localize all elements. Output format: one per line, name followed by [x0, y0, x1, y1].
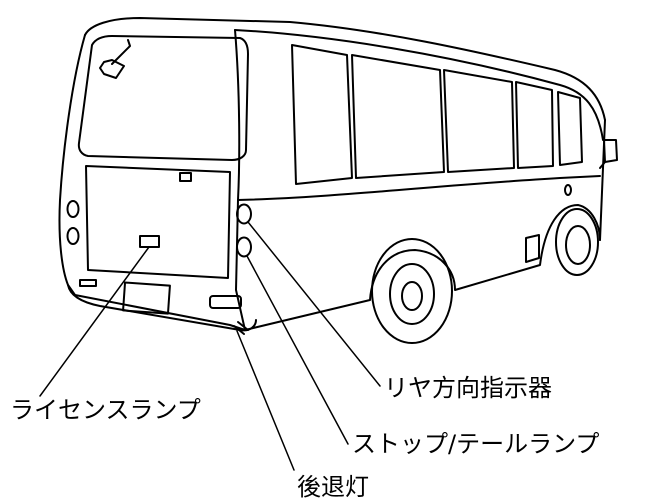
rear-bumper: [67, 284, 257, 332]
front-wheel-rim: [565, 225, 591, 265]
rear-wheel-outer: [371, 238, 453, 344]
label-license-lamp: ライセンスランプ: [10, 396, 201, 424]
rear-door-handle: [179, 172, 192, 182]
side-window-1: [291, 44, 353, 185]
license-plate: [122, 281, 171, 315]
fuel-door: [525, 234, 540, 263]
reverse-lamp: [209, 295, 242, 309]
license-lamp: [139, 235, 160, 248]
left-reflector: [79, 279, 97, 287]
label-reverse-lamp: 後退灯: [297, 473, 369, 501]
side-window-3: [443, 69, 515, 173]
left-rear-lamp-lower: [66, 227, 80, 245]
rear-turn-signal-lamp: [236, 203, 252, 225]
bus-roof-edge: [234, 29, 604, 141]
bus-side-bottom: [244, 204, 601, 331]
leader-rear-turn-signal: [247, 221, 381, 387]
side-window-4: [515, 81, 554, 169]
rear-wheel-hub: [401, 281, 423, 311]
front-wheel-outer: [555, 208, 599, 276]
leader-stop-tail-lamp: [246, 255, 349, 445]
stop-tail-lamp: [236, 236, 252, 258]
rear-door: [85, 165, 231, 279]
rear-window: [77, 35, 249, 161]
side-window-5: [557, 91, 583, 166]
side-window-2: [351, 54, 445, 179]
bus-rear-body: [58, 34, 246, 331]
bus-roof: [84, 17, 606, 121]
bus-beltline: [237, 175, 601, 201]
side-marker: [564, 184, 572, 196]
leader-license-lamp: [39, 246, 150, 397]
label-rear-turn-signal: リヤ方向指示器: [384, 374, 552, 402]
leader-reverse-lamp: [236, 330, 295, 471]
rear-wiper: [99, 39, 131, 79]
bus-rear-right-edge: [234, 29, 246, 331]
label-stop-tail-lamp: ストップ/テールランプ: [352, 430, 600, 458]
rear-wheel-rim: [389, 263, 435, 325]
left-rear-lamp-upper: [66, 200, 80, 218]
side-mirror: [599, 139, 618, 169]
